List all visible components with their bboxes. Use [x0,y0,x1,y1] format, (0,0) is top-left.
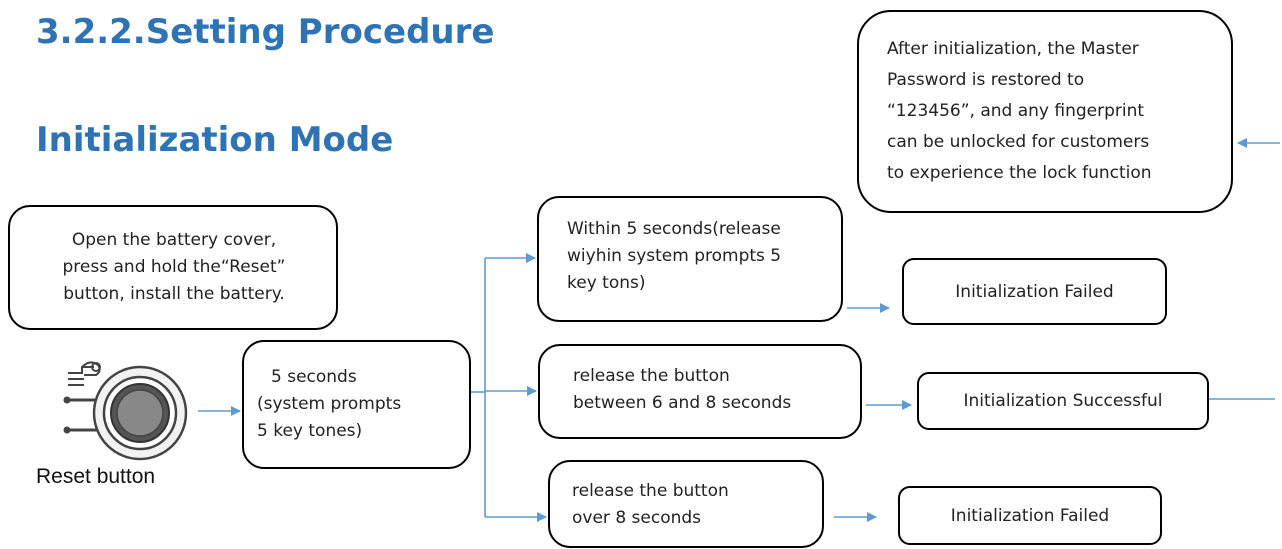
hold-step: 5 seconds (system prompts 5 key tones) [242,340,471,469]
note-line: After initialization, the Master [887,39,1139,59]
hold-line: (system prompts [257,394,402,414]
section-title: 3.2.2.Setting Procedure [36,12,495,52]
note-line: can be unlocked for customers [887,132,1150,152]
start-line: button, install the battery. [63,284,285,304]
start-line: Open the battery cover, [71,230,277,250]
condition-over-8-seconds: release the button over 8 seconds [548,460,824,548]
condition-line: over 8 seconds [572,508,702,528]
hold-line: 5 seconds [271,367,357,387]
condition-line: key tons) [567,273,646,293]
result-failed-late: Initialization Failed [898,486,1162,545]
initialization-note: After initialization, the Master Passwor… [857,10,1233,213]
condition-within-5-seconds: Within 5 seconds(release wiyhin system p… [537,196,843,322]
condition-line: wiyhin system prompts 5 [567,246,782,266]
note-line: Password is restored to [887,70,1085,90]
condition-6-to-8-seconds: release the button between 6 and 8 secon… [538,344,862,439]
note-line: “123456”, and any fingerprint [887,101,1145,121]
reset-button-label: Reset button [36,465,156,488]
start-step: Open the battery cover, press and hold t… [8,205,338,330]
result-successful: Initialization Successful [917,372,1209,430]
reset-button-icon [63,361,188,461]
result-failed-early: Initialization Failed [902,258,1167,325]
hold-line: 5 key tones) [257,421,363,441]
condition-line: between 6 and 8 seconds [573,393,792,413]
mode-title: Initialization Mode [36,120,394,160]
start-line: press and hold the“Reset” [62,257,286,277]
note-line: to experience the lock function [887,163,1152,183]
condition-line: release the button [573,366,730,386]
condition-line: Within 5 seconds(release [567,219,781,239]
condition-line: release the button [572,481,729,501]
